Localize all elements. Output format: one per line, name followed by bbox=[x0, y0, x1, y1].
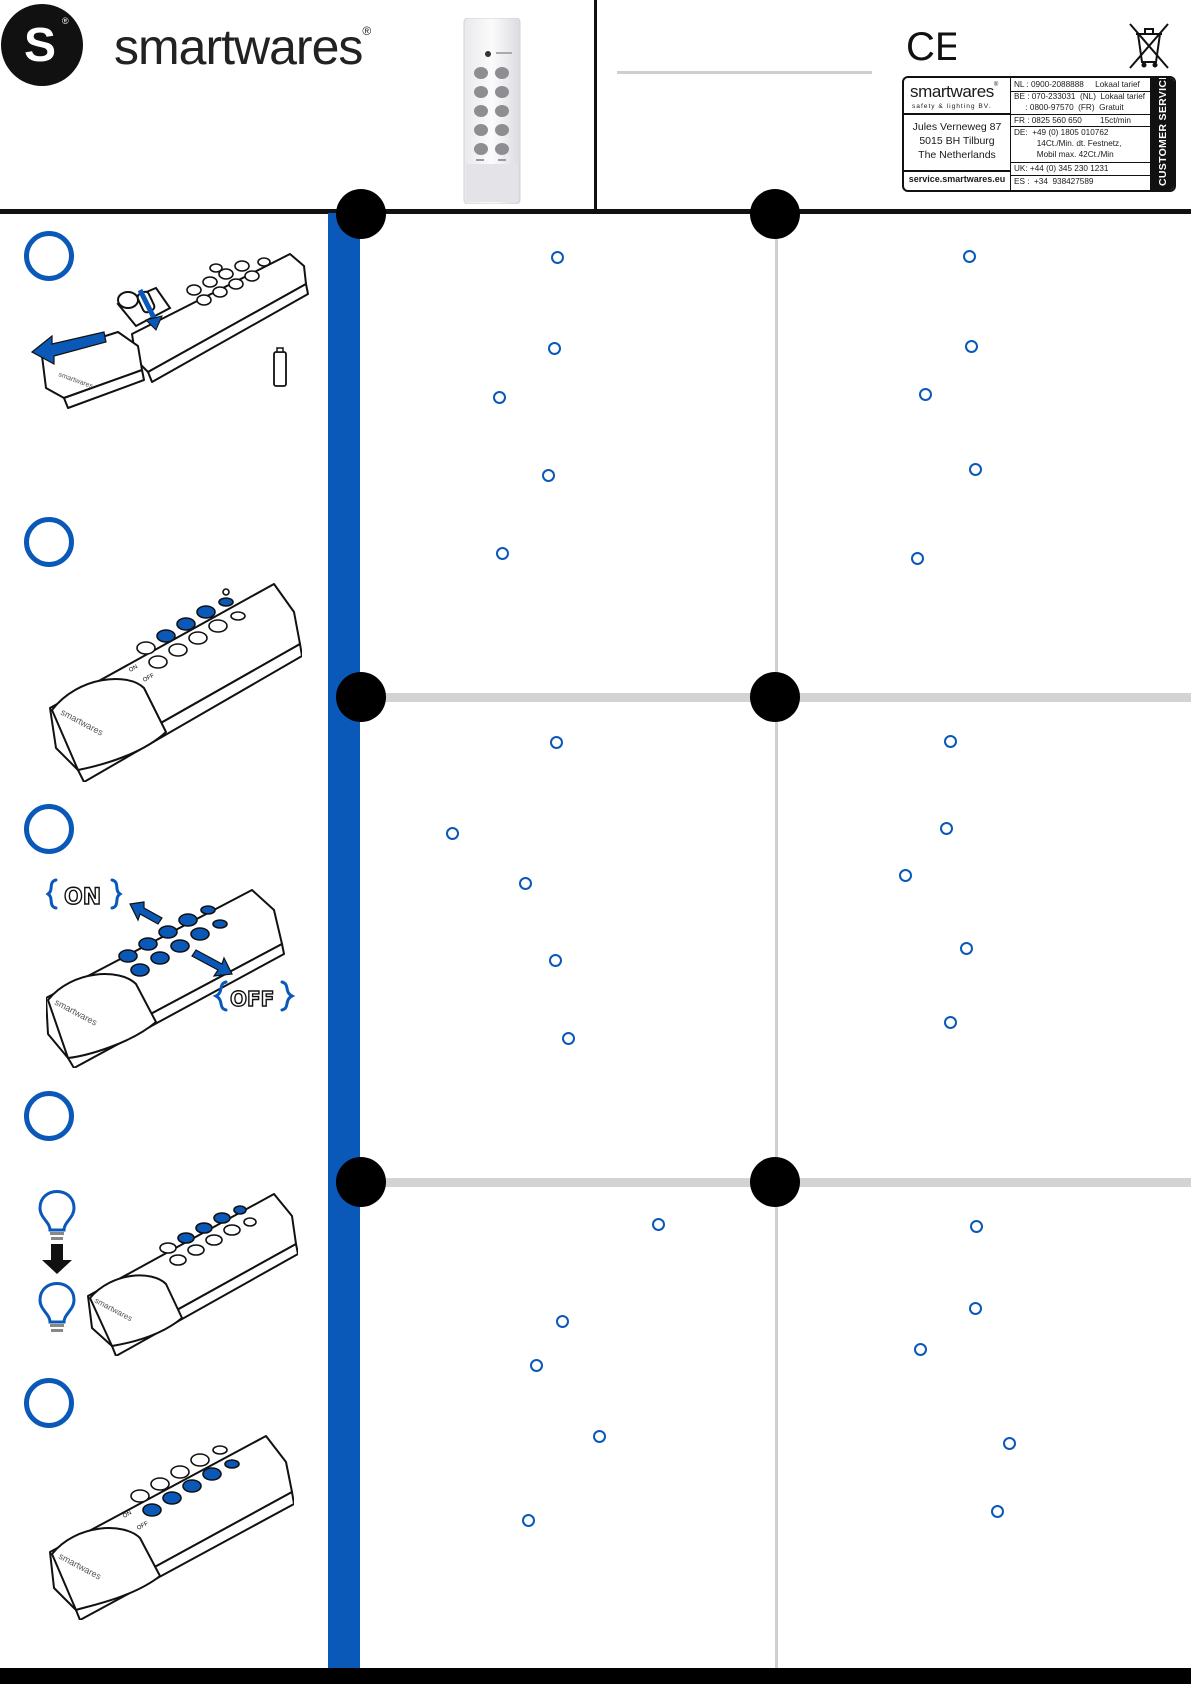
step-marker-5 bbox=[24, 1378, 74, 1428]
header-vertical-divider bbox=[594, 0, 597, 211]
cs-phone-row: : 0800-97570 (FR) Gratuit bbox=[1014, 103, 1124, 112]
on-label: ON bbox=[64, 885, 101, 910]
cs-band-label: CUSTOMER SERVICE bbox=[1157, 78, 1169, 186]
section-dot bbox=[336, 189, 386, 239]
step-ring bbox=[991, 1505, 1004, 1518]
step-ring bbox=[551, 251, 564, 264]
ce-text: CE bbox=[906, 26, 956, 66]
remote-pairing-illustration: ON OFF smartwares bbox=[49, 583, 302, 782]
cs-website-link[interactable]: service.smartwares.eu bbox=[908, 174, 1006, 184]
step-ring bbox=[944, 735, 957, 748]
header-bottom-rule bbox=[0, 209, 1191, 214]
cs-band-text: CUSTOMER SERVICE bbox=[1157, 78, 1169, 186]
section-dot bbox=[750, 672, 800, 722]
cs-address-line: Jules Verneweg 87 bbox=[912, 121, 1002, 133]
cs-phone-row: DE: +49 (0) 1805 010762 bbox=[1014, 128, 1109, 137]
customer-service-box: smartwares® safety & lighting BV. Jules … bbox=[902, 76, 1176, 192]
step-ring bbox=[496, 547, 509, 560]
section-dot bbox=[336, 672, 386, 722]
cs-logo-mark: ® bbox=[993, 82, 998, 88]
brand-s-logo-icon: S ® bbox=[1, 4, 83, 86]
cs-rule bbox=[904, 170, 1010, 172]
step-ring bbox=[549, 954, 562, 967]
logo-letter: S bbox=[24, 19, 56, 72]
section-dot bbox=[750, 189, 800, 239]
grid-vertical-divider bbox=[775, 232, 778, 1668]
header-gray-rule bbox=[617, 71, 872, 74]
brand-registered-mark: ® bbox=[362, 24, 371, 38]
step-ring bbox=[556, 1315, 569, 1328]
cs-rule bbox=[904, 113, 1010, 115]
svg-text:®: ® bbox=[62, 16, 69, 26]
remote-test-illustration: smartwares bbox=[87, 1193, 298, 1356]
step-ring bbox=[899, 869, 912, 882]
step-ring bbox=[969, 1302, 982, 1315]
section-dot bbox=[336, 1157, 386, 1207]
step-marker-3 bbox=[24, 804, 74, 854]
cs-phone-row: Mobil max. 42Ct./Min bbox=[1014, 150, 1114, 159]
lamp-flash-illustration bbox=[38, 1190, 76, 1332]
step-ring bbox=[652, 1218, 665, 1231]
off-label: OFF bbox=[230, 987, 274, 1011]
step-ring bbox=[965, 340, 978, 353]
cs-company-panel: smartwares® safety & lighting BV. Jules … bbox=[904, 78, 1011, 190]
remote-product-image bbox=[463, 18, 521, 204]
step-ring bbox=[530, 1359, 543, 1372]
section-dot bbox=[750, 1157, 800, 1207]
footer-band bbox=[0, 1668, 1191, 1684]
cs-logo: smartwares® bbox=[910, 82, 998, 102]
step-ring bbox=[970, 1220, 983, 1233]
ce-mark-icon: CE bbox=[906, 26, 956, 66]
step-ring bbox=[963, 250, 976, 263]
brand-wordmark: smartwares® bbox=[114, 18, 371, 76]
remote-on-label: ON bbox=[128, 664, 139, 674]
step-ring bbox=[493, 391, 506, 404]
cs-phone-row: NL : 0900-2088888 Lokaal tarief bbox=[1014, 80, 1140, 89]
remote-off-label: OFF bbox=[142, 673, 156, 684]
step-ring bbox=[522, 1514, 535, 1527]
brand-name: smartwares bbox=[114, 19, 363, 75]
cs-phone-list: NL : 0900-2088888 Lokaal tarief BE : 070… bbox=[1011, 78, 1150, 190]
battery-insert-illustration: smartwares bbox=[30, 253, 309, 409]
cs-phone-row: BE : 070-233031 (NL) Lokaal tarief bbox=[1014, 92, 1146, 101]
step-ring bbox=[593, 1430, 606, 1443]
cs-logo-text: smartwares bbox=[910, 82, 994, 101]
left-accent-bar bbox=[328, 213, 360, 1668]
step-ring bbox=[550, 736, 563, 749]
remote-off-label: OFF bbox=[136, 1521, 150, 1532]
cs-phone-row: FR : 0825 560 650 15ct/min bbox=[1014, 116, 1131, 125]
cs-phone-row: 14Ct./Min. dt. Festnetz, bbox=[1014, 139, 1122, 148]
step-ring bbox=[940, 822, 953, 835]
cs-vertical-band bbox=[1150, 78, 1174, 190]
cs-address-line: The Netherlands bbox=[918, 149, 996, 161]
remote-on-off-illustration: ON OFF smartwares bbox=[46, 878, 296, 1068]
step-ring bbox=[911, 552, 924, 565]
weee-crossed-bin-icon bbox=[1129, 23, 1169, 69]
cs-phone-row: ES : +34 938427589 bbox=[1014, 177, 1094, 186]
cs-address-line: 5015 BH Tilburg bbox=[919, 135, 995, 147]
step-ring bbox=[919, 388, 932, 401]
step-ring bbox=[446, 827, 459, 840]
step-ring bbox=[542, 469, 555, 482]
step-ring bbox=[944, 1016, 957, 1029]
step-ring bbox=[562, 1032, 575, 1045]
step-ring bbox=[969, 463, 982, 476]
remote-unpair-illustration: ON OFF smartwares bbox=[49, 1435, 294, 1620]
cs-address: Jules Verneweg 87 5015 BH Tilburg The Ne… bbox=[906, 120, 1008, 162]
step-marker-1 bbox=[24, 231, 74, 281]
step-marker-4 bbox=[24, 1091, 74, 1141]
step-ring bbox=[914, 1343, 927, 1356]
step-ring bbox=[548, 342, 561, 355]
step-marker-2 bbox=[24, 517, 74, 567]
step-ring bbox=[519, 877, 532, 890]
remote-on-label: ON bbox=[122, 1510, 133, 1520]
step-ring bbox=[960, 942, 973, 955]
cs-tagline: safety & lighting BV. bbox=[912, 103, 992, 110]
cs-phone-row: UK: +44 (0) 345 230 1231 bbox=[1014, 164, 1109, 173]
step-ring bbox=[1003, 1437, 1016, 1450]
